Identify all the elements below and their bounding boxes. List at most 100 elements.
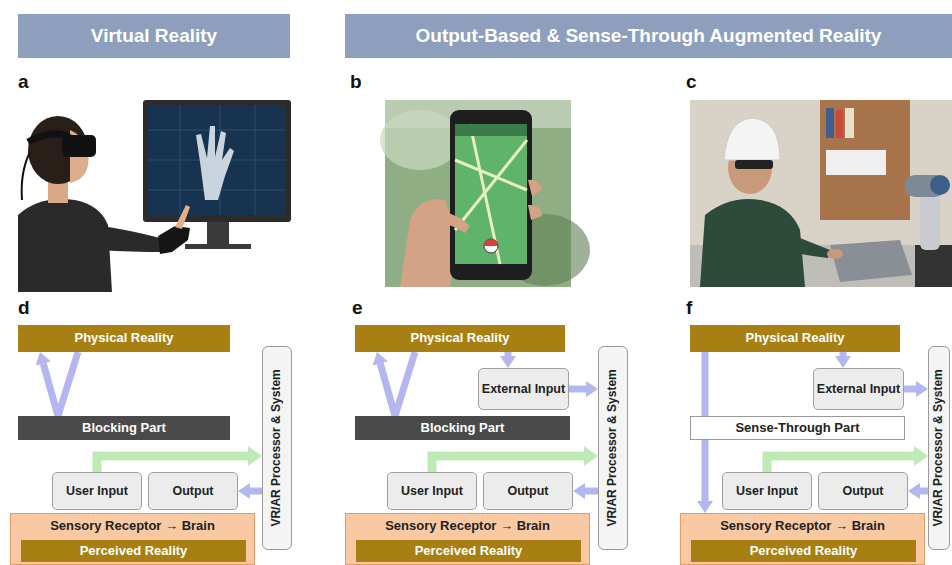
vr-user-photo xyxy=(207,222,229,244)
phone-ar-photo xyxy=(528,180,542,220)
panel-letter: f xyxy=(686,298,692,319)
robot-ar-photo xyxy=(826,150,886,175)
robot-ar-photo xyxy=(915,245,952,287)
robot-ar-photo xyxy=(930,175,950,195)
vr-user-photo xyxy=(143,100,291,222)
node-text: Output xyxy=(843,484,884,498)
reality-band: Perceived Reality xyxy=(356,540,581,562)
user-input-arrow xyxy=(767,456,914,472)
phone-ar-photo xyxy=(380,110,460,170)
node-text: External Input xyxy=(482,382,565,396)
signal-arrow xyxy=(58,352,78,416)
process-box: External Input xyxy=(813,368,904,410)
node-text: Physical Reality xyxy=(75,331,174,346)
phone-ar-photo xyxy=(484,239,498,253)
phone-ar-photo xyxy=(400,199,458,287)
signal-arrow xyxy=(920,488,928,495)
phone-ar-photo xyxy=(455,124,527,264)
signal-arrow xyxy=(505,352,512,356)
panel-letter: c xyxy=(686,72,697,93)
robot-ar-photo xyxy=(827,249,843,259)
process-box: User Input xyxy=(52,472,142,510)
signal-arrow xyxy=(569,386,586,393)
node-text: VR/AR Processor & System xyxy=(932,369,946,526)
panel-letter: d xyxy=(18,298,30,319)
signal-arrow xyxy=(904,386,916,393)
sense-through-box: Sense-Through Part xyxy=(690,416,905,440)
blocking-part-box: Blocking Part xyxy=(18,416,230,440)
node-text: Output xyxy=(173,484,214,498)
process-box: Output xyxy=(148,472,238,510)
process-box: User Input xyxy=(387,472,477,510)
robot-ar-photo xyxy=(845,108,854,138)
node-text: Sensory Receptor → Brain xyxy=(385,519,550,534)
section-header: Virtual Reality xyxy=(18,14,290,58)
panel-letter: b xyxy=(350,72,362,93)
vr-user-photo xyxy=(18,95,291,292)
vr-user-photo xyxy=(196,126,234,200)
phone-ar-photo xyxy=(442,212,470,233)
vr-user-photo xyxy=(185,244,251,249)
blocking-part-box: Blocking Part xyxy=(355,416,570,440)
node-text: Sense-Through Part xyxy=(735,421,859,436)
section-header: Output-Based & Sense-Through Augmented R… xyxy=(345,14,952,58)
process-box: External Input xyxy=(478,368,569,410)
node-text: Blocking Part xyxy=(421,421,505,436)
node-text: External Input xyxy=(817,382,900,396)
node-text: Perceived Reality xyxy=(750,544,858,559)
node-text: User Input xyxy=(401,484,463,498)
robot-ar-photo xyxy=(836,110,843,138)
robot-ar-photo xyxy=(826,108,834,138)
signal-arrow xyxy=(840,352,847,356)
robot-ar-photo xyxy=(724,118,780,160)
vr-user-photo xyxy=(175,205,190,229)
reality-band: Physical Reality xyxy=(355,325,565,352)
phone-ar-photo xyxy=(450,110,532,280)
signal-arrow xyxy=(380,364,395,416)
user-input-arrow xyxy=(97,456,248,472)
node-text: Perceived Reality xyxy=(80,544,188,559)
phone-ar-photo xyxy=(455,124,527,264)
node-text: Output xyxy=(508,484,549,498)
reality-band: Physical Reality xyxy=(690,325,900,352)
robot-ar-photo xyxy=(690,100,952,287)
phone-ar-photo xyxy=(484,239,498,246)
vr-user-photo xyxy=(62,135,96,157)
reality-band: Perceived Reality xyxy=(691,540,916,562)
node-text: VR/AR Processor & System xyxy=(606,369,620,526)
process-box: Output xyxy=(818,472,908,510)
node-text: Output-Based & Sense-Through Augmented R… xyxy=(416,25,882,47)
vr-user-photo xyxy=(148,105,286,215)
node-text: Perceived Reality xyxy=(415,544,523,559)
signal-arrow xyxy=(43,364,58,416)
robot-ar-photo xyxy=(820,100,910,220)
phone-ar-photo xyxy=(380,100,590,287)
processor-box: VR/AR Processor & System xyxy=(262,346,292,550)
process-box: Output xyxy=(483,472,573,510)
reality-band: Physical Reality xyxy=(18,325,230,352)
node-text: Sensory Receptor → Brain xyxy=(720,519,885,534)
vr-user-photo xyxy=(18,199,112,292)
node-text: Blocking Part xyxy=(82,421,166,436)
vr-user-photo xyxy=(158,226,190,254)
signal-arrow xyxy=(702,440,709,501)
signal-arrow xyxy=(585,488,598,495)
receptor-box: Sensory Receptor → BrainPerceived Realit… xyxy=(680,513,925,565)
reality-band: Perceived Reality xyxy=(21,540,246,562)
robot-ar-photo xyxy=(690,100,952,287)
processor-box: VR/AR Processor & System xyxy=(598,346,628,550)
robot-ar-photo xyxy=(830,240,912,282)
process-box: User Input xyxy=(722,472,812,510)
node-text: Physical Reality xyxy=(411,331,510,346)
node-text: User Input xyxy=(66,484,128,498)
node-text: Physical Reality xyxy=(746,331,845,346)
receptor-box: Sensory Receptor → BrainPerceived Realit… xyxy=(10,513,255,565)
robot-ar-photo xyxy=(775,230,830,258)
robot-ar-photo xyxy=(735,160,773,169)
panel-letter: e xyxy=(352,298,363,319)
vr-user-photo xyxy=(18,95,290,292)
user-input-arrow xyxy=(432,456,584,472)
vr-user-photo xyxy=(95,225,165,252)
